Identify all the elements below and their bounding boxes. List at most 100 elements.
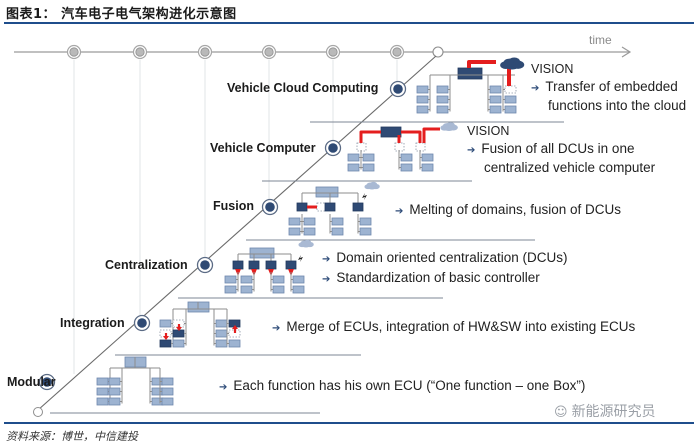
gateway-box: [315, 186, 339, 198]
milestone-marker-core: [135, 47, 145, 57]
cloud-icon: [500, 57, 525, 70]
milestone-marker-core: [200, 47, 210, 57]
merged-dcu-box: [394, 142, 405, 152]
time-axis-label: time: [589, 33, 612, 47]
cloud-lobe: [366, 182, 374, 187]
ecu-box: [159, 319, 172, 328]
ecu-box: [359, 227, 372, 236]
stage-desc-vehicle-computer: VISION ➔Fusion of all DCUs in one centra…: [467, 123, 655, 176]
future-marker: [432, 46, 444, 58]
gateway-box: [249, 247, 275, 259]
ecu-box: [421, 153, 434, 162]
bullet-text: Each function has his own ECU (“One func…: [233, 378, 586, 393]
ecu-box: [362, 153, 375, 162]
dcu-box: [324, 202, 336, 212]
ecu-box: [215, 319, 228, 328]
bullet-text: Domain oriented centralization (DCUs): [336, 250, 568, 265]
cloud-lobe: [503, 58, 514, 66]
ecu-box: [224, 285, 237, 294]
ecu-box: [331, 217, 344, 226]
ecu-box: [489, 105, 502, 114]
ecu-box: [489, 95, 502, 104]
red-link: [422, 127, 440, 143]
ecu-box: [436, 95, 449, 104]
vision-label: VISION: [467, 124, 510, 138]
ecu-box: [416, 95, 429, 104]
stage-label-modular: Modular: [7, 375, 56, 389]
red-arrowhead: [163, 336, 169, 340]
ecu-box: [240, 285, 253, 294]
ecu-box: [96, 397, 109, 406]
ecu-box: [504, 95, 517, 104]
stage-desc-vehicle-cloud-computing: VISION ➔Transfer of embedded functions i…: [531, 61, 686, 114]
dcu-box: [248, 260, 260, 270]
figure-title: 图表1： 汽车电子电气架构进化示意图: [6, 7, 237, 22]
stage-desc-centralization: ➔Domain oriented centralization (DCUs) ➔…: [322, 249, 567, 289]
wireless-link-icon: [298, 255, 303, 262]
ecu-box: [292, 275, 305, 284]
bullet-text: Fusion of all DCUs in one: [481, 141, 635, 156]
ecu-box: [161, 387, 174, 396]
stage-marker-core: [137, 318, 147, 328]
red-arrowhead: [176, 327, 182, 331]
ecu-box: [436, 85, 449, 94]
ecu-box: [331, 227, 344, 236]
arrow-right-icon: ➔: [395, 206, 404, 217]
bullet-text-continued: functions into the cloud: [548, 98, 687, 113]
arrow-right-icon: ➔: [467, 145, 476, 156]
watermark-text: 新能源研究员: [571, 404, 656, 420]
merged-ecu-box: [228, 329, 241, 338]
source-note: 资料来源：博世，中信建投: [6, 430, 138, 443]
dcu-box: [265, 260, 277, 270]
ecu-box: [359, 217, 372, 226]
stage-label-vehicle-computer: Vehicle Computer: [210, 141, 316, 155]
vision-label: VISION: [531, 62, 574, 76]
red-cloud-link: [467, 60, 496, 68]
milestone-marker-core: [328, 47, 338, 57]
ecu-box: [108, 397, 121, 406]
ecu-box: [288, 227, 301, 236]
red-arrowhead: [232, 325, 238, 329]
ecu-box: [288, 217, 301, 226]
ecu-box: [215, 329, 228, 338]
ecu-box: [489, 85, 502, 94]
start-marker: [33, 407, 43, 417]
milestone-marker-core: [69, 47, 79, 57]
bullet-text: Merge of ECUs, integration of HW&SW into…: [286, 319, 636, 334]
ecu-box: [108, 377, 121, 386]
cloud-icon: [440, 122, 458, 131]
ecu-box: [416, 105, 429, 114]
watermark: ☺新能源研究员: [554, 401, 656, 421]
bullet-text: Transfer of embedded: [545, 79, 678, 94]
ecu-box: [292, 285, 305, 294]
merged-ecu-box: [504, 85, 517, 94]
arrow-right-icon: ➔: [322, 254, 331, 265]
ecu-box: [436, 105, 449, 114]
arrow-right-icon: ➔: [272, 323, 281, 334]
ecu-box: [240, 275, 253, 284]
ecu-box: [347, 163, 360, 172]
stage-desc-fusion: ➔ Melting of domains, fusion of DCUs: [395, 201, 621, 221]
ecu-box: [416, 85, 429, 94]
merged-ecu-box: [172, 319, 185, 328]
ecu-box: [228, 339, 241, 348]
bottom-rule: [4, 422, 694, 424]
milestone-marker-core: [392, 47, 402, 57]
dcu-box: [296, 202, 308, 212]
dcu-box: [159, 339, 172, 348]
stage-label-integration: Integration: [60, 316, 125, 330]
dcu-box: [232, 260, 244, 270]
vehicle-computer-box: [457, 67, 483, 80]
dcu-box: [172, 329, 185, 338]
stage-marker-core: [265, 202, 275, 212]
ecu-box: [347, 153, 360, 162]
ecu-box: [161, 377, 174, 386]
wechat-icon: ☺: [554, 405, 568, 420]
stage-desc-integration: ➔ Merge of ECUs, integration of HW&SW int…: [272, 318, 635, 338]
wireless-link-icon: [362, 193, 367, 200]
top-rule: [4, 22, 694, 24]
ecu-box: [161, 397, 174, 406]
evolution-diagonal: [37, 55, 437, 411]
bullet-text: Melting of domains, fusion of DCUs: [409, 202, 621, 217]
ecu-box: [272, 275, 285, 284]
